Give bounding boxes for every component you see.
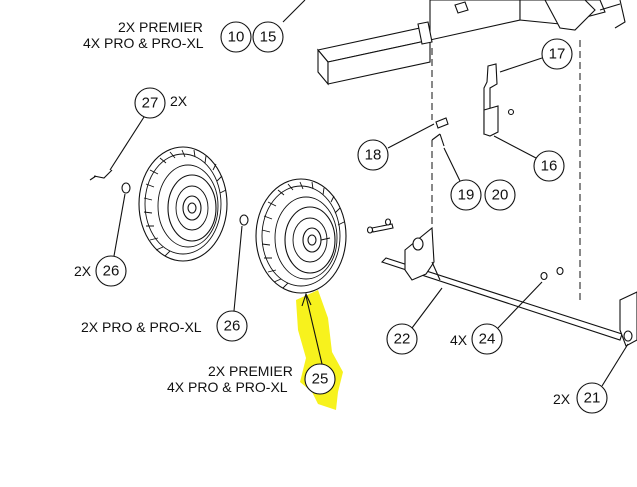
- mount-bracket: [483, 63, 515, 137]
- hinge-bracket: [619, 291, 637, 347]
- callout-19: 19: [450, 179, 482, 211]
- callout-10: 10: [220, 21, 252, 53]
- nut-a: [540, 271, 548, 281]
- callout-15: 15: [252, 21, 284, 53]
- callout-24: 24: [471, 323, 503, 355]
- svg-text:26: 26: [103, 263, 120, 280]
- callout-18: 18: [357, 139, 389, 171]
- callout-26-left: 26: [95, 255, 127, 287]
- svg-text:16: 16: [541, 158, 558, 175]
- callout-26-mid: 26: [216, 310, 248, 342]
- bolt-pin: [431, 117, 449, 147]
- svg-text:27: 27: [142, 95, 159, 112]
- svg-text:26: 26: [224, 318, 241, 335]
- callout-16: 16: [533, 150, 565, 182]
- callout-20: 20: [484, 179, 516, 211]
- premier-qty-label-top: 2X PREMIER: [118, 19, 203, 35]
- nut-b: [556, 266, 564, 276]
- left-wheel: [138, 146, 228, 262]
- wheel-pro-qty-label: 4X PRO & PRO-XL: [167, 379, 288, 395]
- svg-text:22: 22: [394, 331, 411, 348]
- svg-text:25: 25: [312, 371, 329, 388]
- pro-qty-label-top: 4X PRO & PRO-XL: [83, 35, 204, 51]
- wheel-premier-qty-label: 2X PREMIER: [208, 363, 293, 379]
- bracket-qty-label: 2X: [553, 391, 571, 407]
- svg-text:17: 17: [549, 46, 566, 63]
- svg-text:15: 15: [260, 29, 277, 46]
- svg-text:21: 21: [584, 390, 601, 407]
- svg-text:20: 20: [492, 187, 509, 204]
- svg-text:18: 18: [365, 147, 382, 164]
- svg-text:10: 10: [228, 29, 245, 46]
- callout-17: 17: [541, 38, 573, 70]
- svg-text:24: 24: [479, 331, 496, 348]
- right-wheel: [255, 178, 347, 294]
- nut-qty-label: 4X: [450, 332, 468, 348]
- pin-qty-label: 2X: [170, 93, 188, 109]
- axle: [366, 218, 623, 341]
- callout-25: 25: [304, 363, 336, 395]
- svg-text:19: 19: [458, 187, 475, 204]
- washer-left: [121, 182, 131, 194]
- frame-assembly: [316, 0, 626, 300]
- washer-pro-qty-label: 2X PRO & PRO-XL: [81, 319, 202, 335]
- washer-qty-label: 2X: [74, 263, 92, 279]
- washer-mid: [239, 214, 249, 226]
- callout-22: 22: [386, 323, 418, 355]
- callout-21: 21: [576, 382, 608, 414]
- callout-27: 27: [134, 87, 166, 119]
